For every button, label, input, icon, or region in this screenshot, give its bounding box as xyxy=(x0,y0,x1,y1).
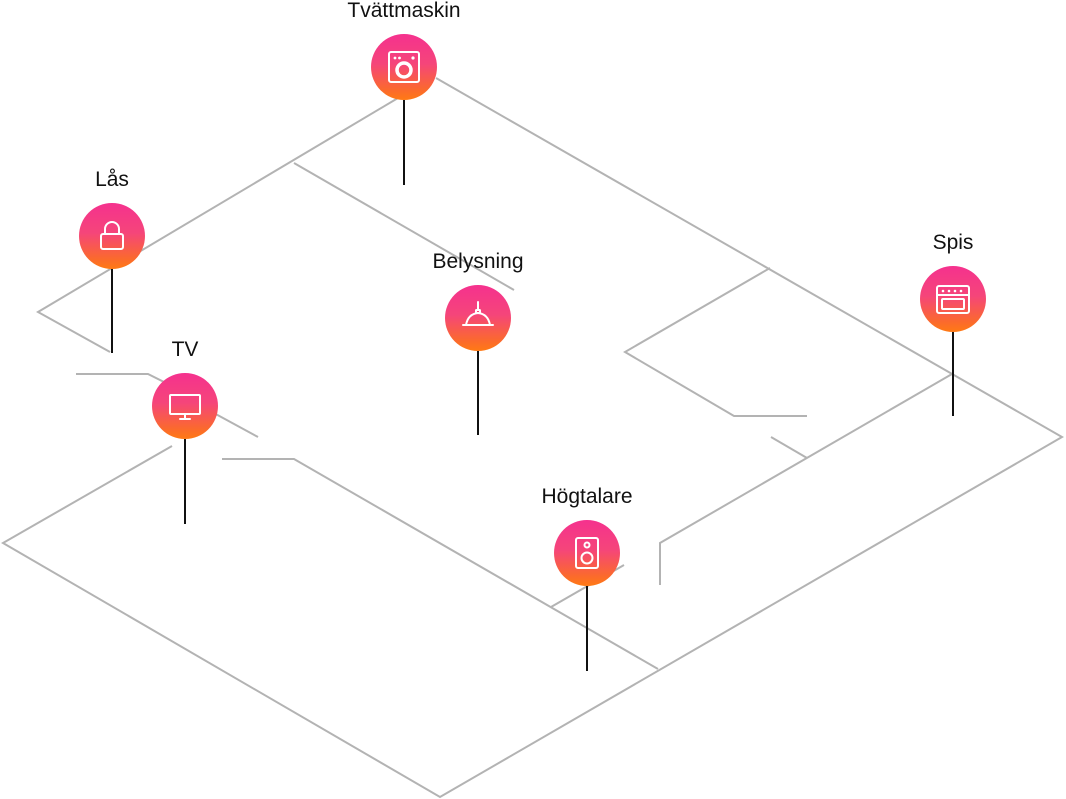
pin-stem xyxy=(184,439,186,524)
pin-button-lock[interactable] xyxy=(79,203,145,269)
ceiling-lamp-icon xyxy=(462,301,494,326)
pin-button-tv[interactable] xyxy=(152,373,218,439)
wall-top-right xyxy=(1,77,1065,799)
pin-stem xyxy=(403,100,405,185)
pin-button-washing-machine[interactable] xyxy=(371,34,437,100)
pin-stem xyxy=(952,332,954,416)
pin-button-lighting[interactable] xyxy=(445,285,511,351)
speaker-icon xyxy=(575,537,599,569)
wall-tv-room-stub xyxy=(211,411,259,438)
pin-stem xyxy=(586,586,588,671)
pin-label-lock: Lås xyxy=(95,168,129,191)
wall-inner-center xyxy=(222,458,659,670)
pin-button-speaker[interactable] xyxy=(554,520,620,586)
pin-label-lighting: Belysning xyxy=(432,250,524,273)
wall-closet xyxy=(623,267,807,417)
wall-inner-diagonal-top xyxy=(293,162,515,291)
pin-button-stove[interactable] xyxy=(920,266,986,332)
wall-upper-left xyxy=(35,97,399,353)
pin-label-speaker: Högtalare xyxy=(541,485,633,508)
oven-icon xyxy=(936,285,970,314)
wall-tv-room-top xyxy=(76,373,173,387)
wall-closet-stub xyxy=(770,436,808,459)
pin-stem xyxy=(477,351,479,435)
pin-stem xyxy=(111,269,113,353)
wall-kitchen-right xyxy=(659,373,953,585)
pin-label-tv: TV xyxy=(171,338,199,361)
lock-icon xyxy=(100,221,124,250)
pin-label-washing-machine: Tvättmaskin xyxy=(347,0,461,22)
washing-machine-icon xyxy=(388,51,420,83)
pin-label-stove: Spis xyxy=(932,231,974,254)
tv-icon xyxy=(169,394,201,420)
